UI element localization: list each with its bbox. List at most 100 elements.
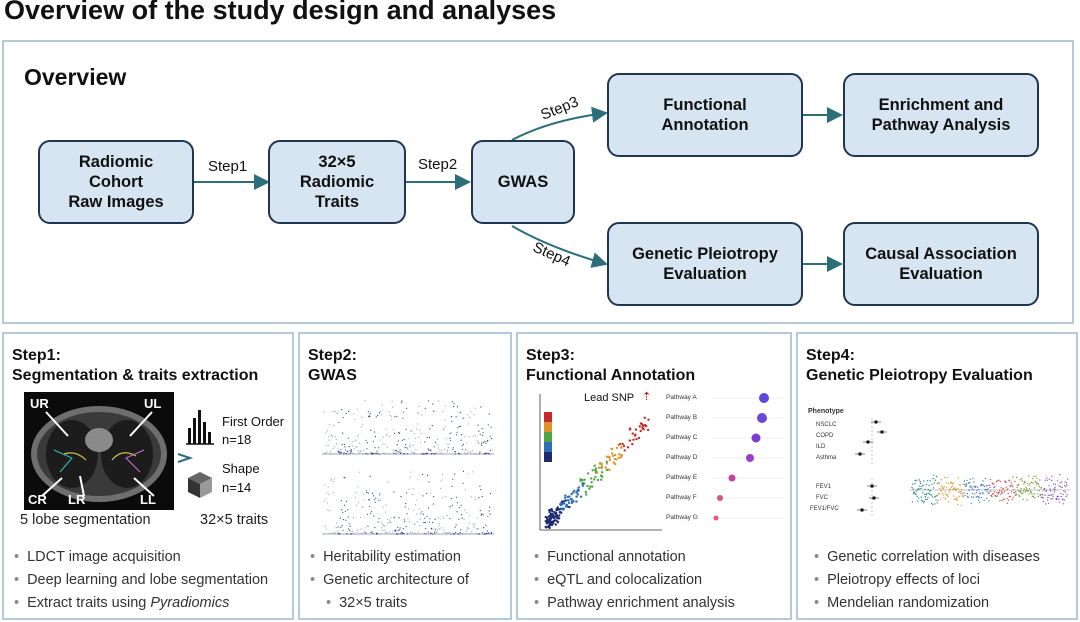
manhattan-point [324,452,326,455]
manhattan-point [345,453,347,455]
pleiotropy-point [1051,479,1053,482]
scatter-point [581,483,585,486]
pleiotropy-point [1030,491,1032,493]
manhattan-point [490,532,493,534]
manhattan-point [369,415,371,418]
pleiotropy-point [1052,493,1054,495]
manhattan-point [325,432,327,434]
scatter-point [642,428,645,431]
manhattan-point [413,532,416,534]
node-radiomic-cohort: Radiomic Cohort Raw Images [38,140,194,224]
forest-estimate [880,430,884,434]
manhattan-point [423,532,425,534]
pleiotropy-point [951,482,953,485]
pleiotropy-point [920,496,922,498]
pleiotropy-point [1052,483,1055,485]
manhattan-point [357,408,359,410]
page-title: Overview of the study design and analyse… [4,0,557,25]
manhattan-point [434,518,436,520]
pleiotropy-point [951,485,954,487]
scatter-point [591,469,594,472]
manhattan-point [470,533,472,535]
pleiotropy-point [1038,489,1040,492]
manhattan-point [432,453,434,455]
pleiotropy-point [919,485,921,487]
manhattan-point [341,408,343,411]
manhattan-point [325,445,327,447]
list-item: LDCT image acquisition [14,546,268,569]
node-functional-annotation: Functional Annotation [607,73,803,157]
manhattan-point [385,434,388,436]
pleiotropy-point [960,504,963,506]
pleiotropy-point [1040,487,1043,489]
manhattan-point [362,506,364,508]
first-order-count: n=18 [222,432,252,447]
manhattan-point [443,517,445,519]
manhattan-point [422,513,424,515]
scatter-point [604,466,607,469]
pleiotropy-point [913,493,915,495]
pleiotropy-point [1039,479,1041,481]
pleiotropy-point [918,488,920,490]
manhattan-point [378,499,380,501]
pleiotropy-point [989,486,991,489]
pleiotropy-point [966,492,968,495]
pleiotropy-point [923,480,925,482]
manhattan-point [406,453,409,455]
manhattan-point [397,440,399,442]
manhattan-point [373,515,375,517]
forest-estimate [858,452,862,456]
forest-estimate [866,440,870,444]
manhattan-point [343,453,345,455]
manhattan-point [332,447,334,450]
pleiotropy-point [1049,488,1051,490]
pleiotropy-point [1029,488,1031,490]
manhattan-point [468,436,470,438]
scatter-point [593,478,596,481]
manhattan-point [374,501,376,503]
pleiotropy-point [1000,493,1002,495]
manhattan-point [383,524,385,526]
manhattan-point [330,479,332,481]
manhattan-point [463,518,465,520]
manhattan-point [385,428,387,430]
manhattan-point [390,517,392,519]
manhattan-point [381,529,383,531]
manhattan-point [365,439,367,441]
scatter-point [621,442,624,446]
scatter-point [620,455,623,459]
node-gwas: GWAS [471,140,575,224]
pathway-label: Pathway G [666,514,698,521]
manhattan-point [412,493,414,496]
manhattan-point [433,533,435,535]
manhattan-point [434,441,437,443]
manhattan-point [470,496,473,498]
manhattan-point [455,434,458,436]
manhattan-point [414,452,416,454]
manhattan-point [455,532,457,534]
pleiotropy-point [953,498,955,501]
manhattan-point [437,528,439,530]
manhattan-point [358,442,361,444]
manhattan-point [323,533,326,535]
scatter-point [601,471,604,474]
phenotype-label: FEV1 [816,484,832,490]
manhattan-point [471,531,473,533]
manhattan-point [415,533,417,535]
pleiotropy-point [936,494,938,497]
manhattan-point [428,521,431,523]
pleiotropy-point [971,486,973,488]
manhattan-point [414,523,416,525]
manhattan-point [342,416,344,419]
manhattan-point [379,411,382,413]
pleiotropy-point [946,477,948,479]
manhattan-point [378,412,381,414]
pleiotropy-point [931,483,933,486]
manhattan-point [421,511,423,513]
manhattan-point [473,526,475,528]
scatter-point [572,500,575,503]
manhattan-point [407,448,409,450]
manhattan-point [399,453,402,455]
manhattan-point [440,480,442,482]
pleiotropy-point [1054,483,1057,486]
